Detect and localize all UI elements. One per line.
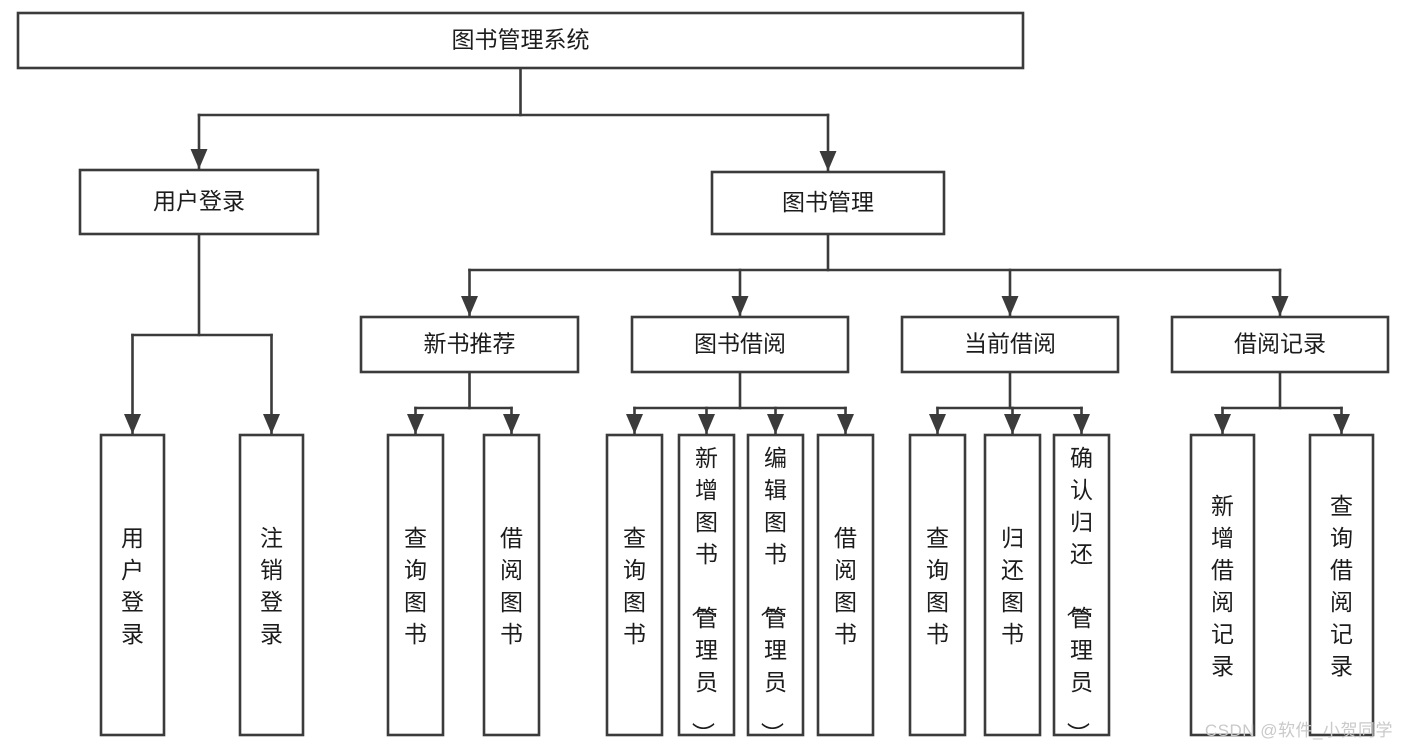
node-leaf_query_book_3-box [908, 433, 967, 737]
node-leaf_user_login[interactable]: 用户登录 [99, 433, 166, 737]
node-leaf_query_book_2-box [605, 433, 664, 737]
arrow-head-icon [1004, 414, 1021, 434]
node-current_borrow-label: 当前借阅 [964, 331, 1056, 357]
node-leaf_borrow_book_1[interactable]: 借阅图书 [482, 433, 541, 737]
node-current_borrow-box [900, 315, 1120, 374]
node-leaf_borrow_book_2[interactable]: 借阅图书 [816, 433, 875, 737]
connector-layer [124, 66, 1350, 436]
node-root[interactable]: 图书管理系统 [16, 11, 1025, 70]
arrow-head-icon [124, 414, 141, 434]
arrow-head-icon [626, 414, 643, 434]
node-leaf_edit_book-label: 编辑图书（管理员） [759, 445, 787, 745]
node-book_mgmt-label: 图书管理 [782, 189, 874, 215]
node-root-box [16, 11, 1025, 70]
arrow-head-icon [1073, 414, 1090, 434]
node-leaf_query_book_2-label: 查询图书 [623, 525, 646, 647]
node-leaf_borrow_book_1-box [482, 433, 541, 737]
arrow-head-icon [819, 151, 837, 171]
arrow-head-icon [1333, 414, 1350, 434]
arrow-head-icon [837, 414, 854, 434]
node-book_mgmt-box [710, 170, 946, 236]
node-book_mgmt[interactable]: 图书管理 [710, 170, 946, 236]
node-leaf_user_logout-label: 注销登录 [260, 525, 283, 647]
node-leaf_user_logout-box [238, 433, 305, 737]
node-user_login-box [78, 168, 320, 236]
arrow-head-icon [767, 414, 784, 434]
node-leaf_user_logout[interactable]: 注销登录 [238, 433, 305, 737]
watermark-text: CSDN @软件_小贺同学 [1204, 721, 1393, 740]
node-leaf_query_book_3[interactable]: 查询图书 [908, 433, 967, 737]
node-leaf_query_record-box [1308, 433, 1375, 737]
node-borrow_record-box [1170, 315, 1390, 374]
node-leaf_query_book_3-label: 查询图书 [926, 525, 949, 647]
arrow-head-icon [503, 414, 520, 434]
arrow-head-icon [1271, 296, 1289, 316]
arrow-head-icon [1214, 414, 1231, 434]
arrow-head-icon [698, 414, 715, 434]
node-current_borrow[interactable]: 当前借阅 [900, 315, 1120, 374]
node-new_book_rec-label: 新书推荐 [424, 331, 516, 357]
node-leaf_user_login-box [99, 433, 166, 737]
node-leaf_return_book-box [983, 433, 1042, 737]
node-leaf_return_book[interactable]: 归还图书 [983, 433, 1042, 737]
node-book_borrow-box [630, 315, 850, 374]
node-leaf_query_record[interactable]: 查询借阅记录 [1308, 433, 1375, 737]
node-book_borrow[interactable]: 图书借阅 [630, 315, 850, 374]
arrow-head-icon [929, 414, 946, 434]
arrow-head-icon [263, 414, 280, 434]
arrow-head-icon [407, 414, 424, 434]
node-leaf_confirm_return[interactable]: 确认归还（管理员） [1052, 433, 1111, 745]
node-leaf_query_book_1[interactable]: 查询图书 [386, 433, 445, 737]
node-leaf_add_book-label: 新增图书（管理员） [690, 445, 718, 745]
node-user_login[interactable]: 用户登录 [78, 168, 320, 236]
node-user_login-label: 用户登录 [153, 188, 245, 214]
node-leaf_borrow_book_2-box [816, 433, 875, 737]
node-leaf_user_login-label: 用户登录 [121, 525, 144, 647]
node-leaf_add_book-box [677, 433, 736, 737]
node-borrow_record[interactable]: 借阅记录 [1170, 315, 1390, 374]
node-leaf_add_record-label: 新增借阅记录 [1211, 493, 1234, 679]
node-borrow_record-label: 借阅记录 [1234, 331, 1326, 357]
node-new_book_rec-box [359, 315, 580, 374]
node-leaf_query_book_1-box [386, 433, 445, 737]
node-leaf_add_book[interactable]: 新增图书（管理员） [677, 433, 736, 745]
node-book_borrow-label: 图书借阅 [694, 331, 786, 357]
node-leaf_edit_book[interactable]: 编辑图书（管理员） [746, 433, 805, 745]
arrow-head-icon [461, 296, 478, 316]
node-leaf_borrow_book_1-label: 借阅图书 [500, 525, 523, 647]
arrow-head-icon [731, 296, 749, 316]
node-new_book_rec[interactable]: 新书推荐 [359, 315, 580, 374]
node-leaf_edit_book-box [746, 433, 805, 737]
node-leaf_query_book_1-label: 查询图书 [404, 525, 427, 647]
node-leaf_borrow_book_2-label: 借阅图书 [834, 525, 857, 647]
node-leaf_query_book_2[interactable]: 查询图书 [605, 433, 664, 737]
arrow-head-icon [1001, 296, 1019, 316]
node-leaf_add_record-box [1189, 433, 1256, 737]
node-leaf_query_record-label: 查询借阅记录 [1330, 493, 1353, 679]
node-leaf_confirm_return-label: 确认归还（管理员） [1065, 445, 1093, 745]
node-leaf_confirm_return-box [1052, 433, 1111, 737]
node-layer: 图书管理系统用户登录图书管理新书推荐图书借阅当前借阅借阅记录用户登录注销登录查询… [16, 11, 1390, 745]
arrow-head-icon [190, 149, 208, 169]
node-root-label: 图书管理系统 [452, 27, 590, 53]
node-leaf_return_book-label: 归还图书 [1001, 525, 1024, 647]
node-leaf_add_record[interactable]: 新增借阅记录 [1189, 433, 1256, 737]
